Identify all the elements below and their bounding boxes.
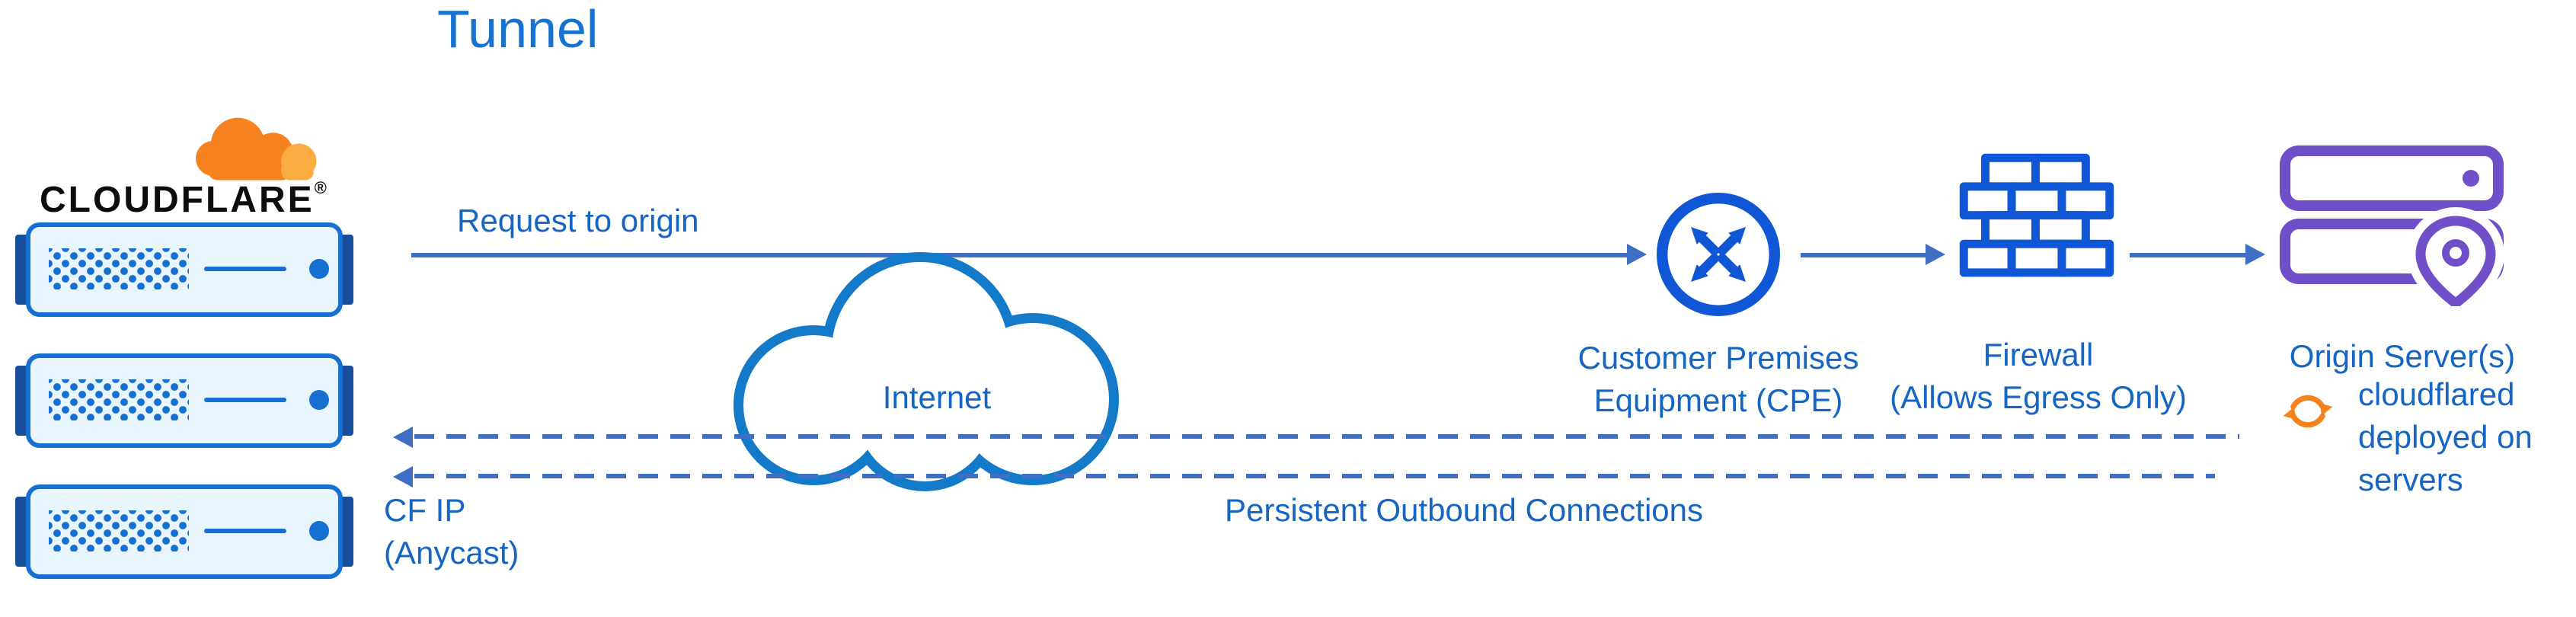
server-left-tab <box>15 366 29 436</box>
cf-ip-anycast-label: CF IP (Anycast) <box>384 491 519 576</box>
cloudflare-wordmark: CLOUDFLARE® <box>40 180 329 222</box>
server-grille <box>49 379 189 420</box>
request-to-origin-label: Request to origin <box>457 204 699 239</box>
server-right-tab <box>340 235 353 305</box>
firewall-label-line2: (Allows Egress Only) <box>1890 381 2187 416</box>
server-icon <box>15 353 353 448</box>
server-led <box>309 259 329 279</box>
cloudflared-note: cloudflared deployed on servers <box>2358 375 2533 503</box>
cpe-label-line2: Equipment (CPE) <box>1593 384 1843 419</box>
cloudflare-wordmark-text: CLOUDFLARE <box>40 180 315 221</box>
cloudflared-note-line2: deployed on <box>2358 420 2533 456</box>
server-slot <box>204 267 286 271</box>
cpe-router-icon <box>1657 193 1780 316</box>
firewall-label-line1: Firewall <box>1983 338 2094 373</box>
internet-label: Internet <box>882 381 992 416</box>
server-slot <box>204 398 286 402</box>
server-icon <box>15 484 353 579</box>
cf-ip-line2: (Anycast) <box>384 536 519 571</box>
cpe-firewall-arrowhead-icon <box>1926 244 1945 265</box>
server-left-tab <box>15 497 29 567</box>
outbound-arrowhead-1-icon <box>393 427 413 448</box>
firewall-label: Firewall (Allows Egress Only) <box>1837 335 2239 420</box>
internet-cloud-icon <box>733 252 1119 491</box>
cpe-firewall-arrow-line <box>1801 253 1929 257</box>
origin-servers-icon <box>2280 145 2504 306</box>
firewall-origin-arrow-line <box>2130 253 2248 257</box>
server-slot <box>204 529 286 533</box>
origin-servers-label: Origin Server(s) <box>2289 340 2516 375</box>
request-arrowhead-icon <box>1627 244 1647 265</box>
outbound-dashed-line-1 <box>414 434 2239 439</box>
cloudflared-sync-icon <box>2283 395 2333 428</box>
server-led <box>309 390 329 410</box>
server-right-tab <box>340 366 353 436</box>
persistent-outbound-label: Persistent Outbound Connections <box>1224 494 1704 529</box>
cpe-label-line1: Customer Premises <box>1577 341 1859 376</box>
cf-ip-line1: CF IP <box>384 494 466 529</box>
registered-mark: ® <box>314 180 329 198</box>
outbound-arrowhead-2-icon <box>393 466 413 488</box>
request-arrow-line <box>411 253 1630 257</box>
cloudflared-note-line3: servers <box>2358 463 2463 498</box>
firewall-origin-arrowhead-icon <box>2245 244 2265 265</box>
server-icon <box>15 222 353 317</box>
server-grille <box>49 510 189 551</box>
page-title: Tunnel <box>437 0 599 59</box>
server-grille <box>49 248 189 289</box>
firewall-icon <box>1959 153 2114 277</box>
cloudflared-note-line1: cloudflared <box>2358 378 2515 413</box>
outbound-dashed-line-2 <box>414 474 2215 478</box>
server-led <box>309 521 329 541</box>
cloudflare-cloud-icon <box>196 117 317 181</box>
cpe-label: Customer Premises Equipment (CPE) <box>1508 338 1929 424</box>
server-left-tab <box>15 235 29 305</box>
server-right-tab <box>340 497 353 567</box>
